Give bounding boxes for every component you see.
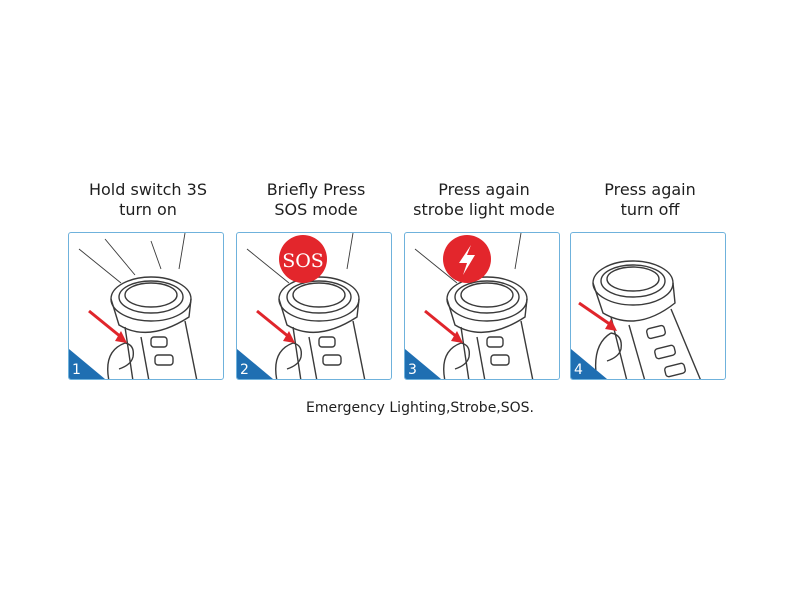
step-4-number: 4 [574,362,583,378]
step-2-number: 2 [240,362,249,378]
step-3-title: Press again strobe light mode [404,180,564,220]
flashlight-illustration [414,233,534,379]
step-1-title-line2: turn on [119,200,177,219]
step-2-title-line1: Briefly Press [266,180,366,199]
step-2-title: Briefly Press SOS mode [236,180,396,220]
step-1-title: Hold switch 3S turn on [68,180,228,220]
step-1-number: 1 [72,362,81,378]
step-4-panel: 4 [570,232,726,380]
flashlight-illustration [78,233,198,379]
step-2-title-line2: SOS mode [274,200,358,219]
lightning-bolt-icon [443,235,491,283]
step-3-number: 3 [408,362,417,378]
step-1-title-line1: Hold switch 3S [88,180,207,199]
flashlight-illustration [578,260,701,379]
step-4-title: Press again turn off [570,180,730,220]
step-3-panel: 3 [404,232,560,380]
step-3-title-line1: Press again [438,180,530,199]
step-4-title-line1: Press again [604,180,696,199]
step-1-panel: 1 [68,232,224,380]
step-4-title-line2: turn off [620,200,680,219]
step-3-title-line2: strobe light mode [413,200,555,219]
sos-badge-icon: SOS [279,235,327,283]
step-2-panel: SOS 2 [236,232,392,380]
flashlight-illustration: SOS [246,233,366,379]
caption: Emergency Lighting,Strobe,SOS. [305,400,535,416]
sos-badge-text: SOS [282,250,324,272]
